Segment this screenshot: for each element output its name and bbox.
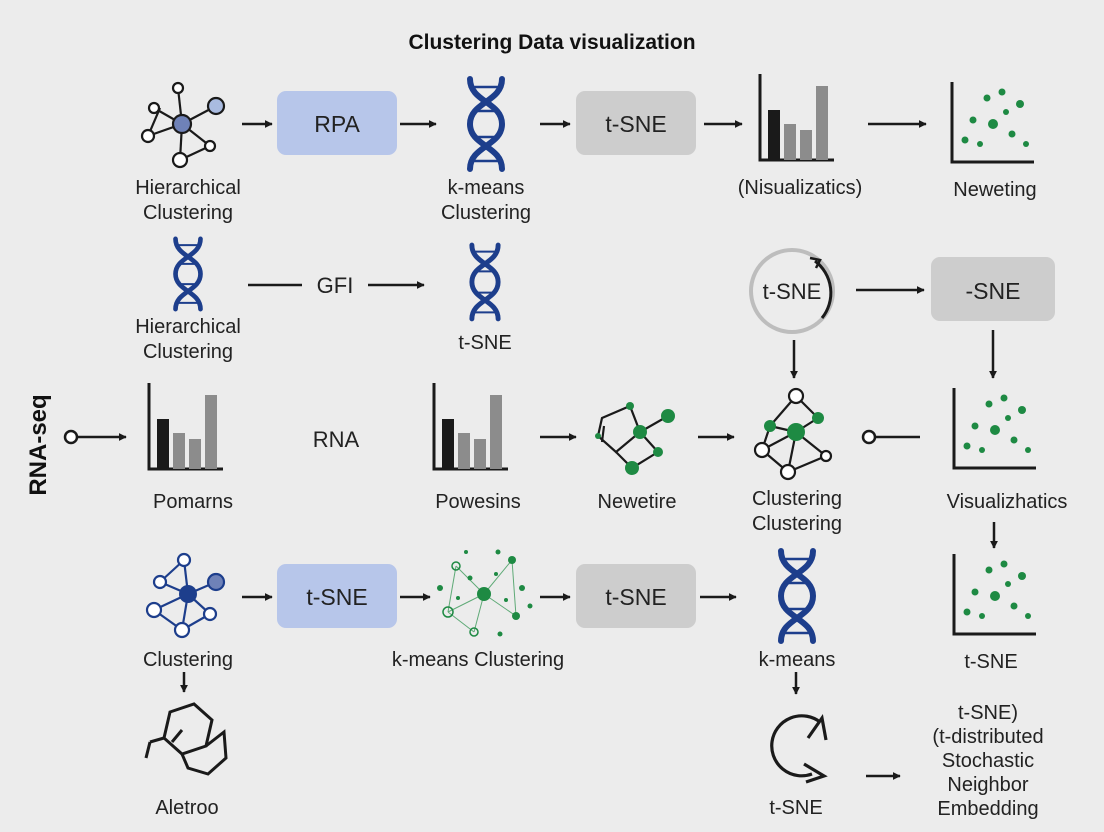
box-tsne-gray bbox=[576, 564, 696, 628]
box-rpa-label: RPA bbox=[314, 111, 360, 137]
cluster-burst-icon bbox=[437, 549, 533, 637]
label-clustering-3a: Clustering bbox=[752, 488, 842, 510]
hexagon-molecule-icon bbox=[144, 702, 228, 776]
label-visualizhatics: Visualizhatics bbox=[947, 491, 1068, 513]
box-tsne-blue-label: t-SNE bbox=[306, 584, 367, 610]
node bbox=[861, 429, 877, 445]
diagram-title: Clustering Data visualization bbox=[408, 31, 695, 54]
box-sne bbox=[931, 257, 1055, 321]
label-tsne-2: t-SNE bbox=[458, 332, 511, 354]
label-tsne-4: t-SNE bbox=[964, 651, 1017, 673]
label-pomarns: Pomarns bbox=[153, 491, 233, 513]
label-clustering-3b: Clustering bbox=[752, 513, 842, 535]
label-kmeans-1a: k-means bbox=[448, 177, 525, 199]
label-hierarchical-2a: Hierarchical bbox=[135, 316, 241, 338]
desc-line-2: (t-distributed bbox=[932, 726, 1043, 748]
tsne-cycle-icon bbox=[749, 248, 835, 334]
label-hierarchical-1b: Clustering bbox=[143, 202, 233, 224]
box-sne-label: -SNE bbox=[966, 278, 1021, 304]
desc-line-5: Embedding bbox=[937, 798, 1038, 820]
box-tsne-blue bbox=[277, 564, 397, 628]
desc-line-4: Neighbor bbox=[947, 774, 1029, 796]
desc-line-3: Stochastic bbox=[942, 750, 1034, 772]
start-node bbox=[63, 429, 79, 445]
label-powesins: Powesins bbox=[435, 491, 521, 513]
label-hierarchical-1a: Hierarchical bbox=[135, 177, 241, 199]
label-visualizatics: (Nisualizatics) bbox=[738, 177, 862, 199]
label-newetire: Newetire bbox=[598, 491, 677, 513]
side-label: RNA-seq bbox=[25, 394, 52, 495]
label-tsne-5: t-SNE bbox=[769, 797, 822, 819]
tsne-description: t-SNE) (t-distributed Stochastic Neighbo… bbox=[932, 702, 1043, 820]
label-hierarchical-2b: Clustering bbox=[143, 341, 233, 363]
desc-line-1: t-SNE) bbox=[958, 702, 1018, 724]
arrow-label-gfi: GFI bbox=[317, 273, 354, 298]
cycle-arrow-icon bbox=[770, 713, 828, 784]
label-aletroo: Aletroo bbox=[155, 797, 218, 819]
box-tsne bbox=[576, 91, 696, 155]
label-kmeans-clustering: k-means Clustering bbox=[392, 649, 564, 671]
label-kmeans-4: k-means bbox=[759, 649, 836, 671]
box-tsne-label: t-SNE bbox=[605, 111, 666, 137]
text-rna: RNA bbox=[313, 427, 360, 452]
box-rpa bbox=[277, 91, 397, 155]
box-tsne-gray-label: t-SNE bbox=[605, 584, 666, 610]
label-clustering-4: Clustering bbox=[143, 649, 233, 671]
circle-tsne-label: t-SNE bbox=[763, 279, 822, 304]
label-neweting: Neweting bbox=[953, 179, 1036, 201]
label-kmeans-1b: Clustering bbox=[441, 202, 531, 224]
